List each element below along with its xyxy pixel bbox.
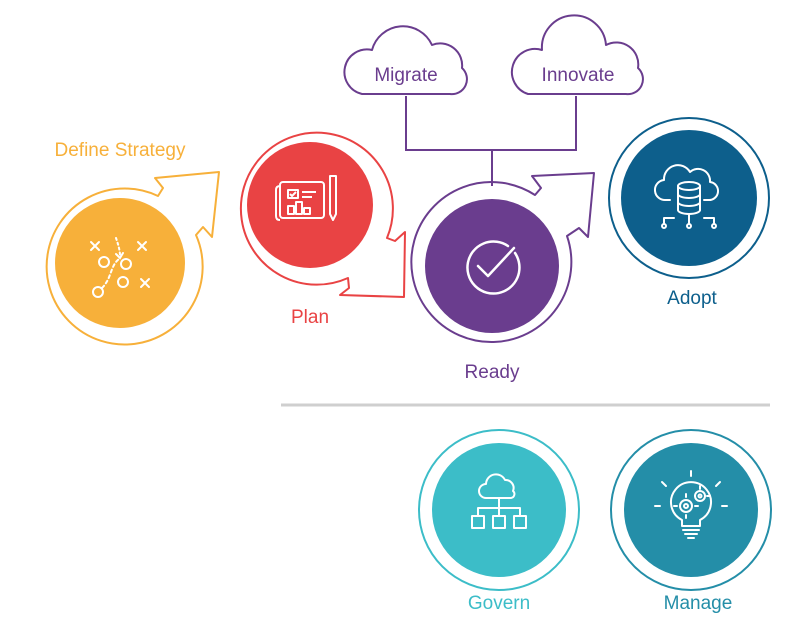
govern-node [418, 429, 580, 591]
plan-circle [247, 142, 373, 268]
migrate-label: Migrate [374, 65, 437, 86]
migrate-cloud-shape [343, 25, 468, 96]
define-strategy-label: Define Strategy [55, 140, 186, 161]
lightbulb-gears-icon [654, 470, 728, 539]
cloud-connector [405, 96, 577, 186]
plan-label: Plan [291, 307, 329, 328]
ready-node [410, 172, 595, 344]
ready-arrow [410, 172, 595, 344]
innovate-cloud-shape [510, 14, 644, 96]
innovate-label: Innovate [542, 65, 615, 86]
cloud-server-icon [654, 164, 719, 229]
define-strategy-arrow [45, 171, 220, 346]
cloud-hierarchy-icon [471, 473, 527, 529]
innovate-cloud: Innovate [510, 14, 644, 96]
manage-node [610, 429, 772, 591]
adopt-ring [608, 117, 770, 279]
strategy-play-icon [90, 237, 150, 298]
adopt-label: Adopt [667, 288, 717, 309]
define-strategy-circle [55, 198, 185, 328]
adopt-node [608, 117, 770, 279]
manage-ring [610, 429, 772, 591]
ready-label: Ready [465, 362, 520, 383]
govern-label: Govern [468, 593, 530, 614]
ready-circle [425, 199, 559, 333]
checkmark-icon [466, 240, 521, 295]
plan-node [239, 131, 406, 298]
govern-ring [418, 429, 580, 591]
blueprint-icon [275, 175, 337, 221]
plan-arrow [239, 131, 406, 298]
migrate-cloud: Migrate [343, 25, 468, 96]
define-strategy-node [45, 171, 220, 346]
manage-label: Manage [664, 593, 733, 614]
